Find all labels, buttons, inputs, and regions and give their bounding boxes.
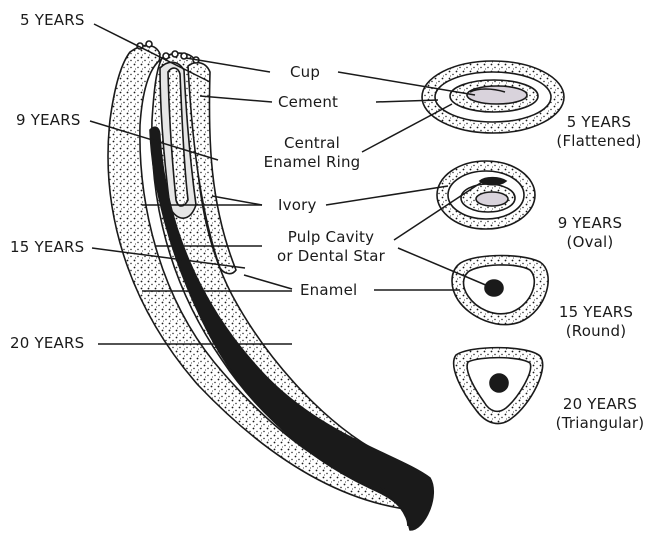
label-cup: Cup: [290, 63, 320, 82]
cross-section-shape: (Triangular): [541, 414, 659, 433]
label-cement: Cement: [278, 93, 338, 112]
cross-section-label-15-years: 15 YEARS (Round): [546, 303, 646, 341]
cross-section-pulp: [490, 374, 508, 392]
cusp-bump: [172, 51, 178, 57]
longitudinal-tooth-section: [108, 41, 433, 530]
cross-section-20-years: [454, 348, 543, 424]
cross-section-label-20-years: 20 YEARS (Triangular): [541, 395, 659, 433]
cross-section-cup: [476, 192, 508, 206]
leader-ivory-right: [326, 186, 448, 205]
age-label-20-years: 20 YEARS: [10, 334, 84, 353]
age-label-5-years: 5 YEARS: [20, 11, 85, 30]
label-ivory: Ivory: [278, 196, 317, 215]
leader-enamel-ring: [362, 104, 452, 152]
cross-section-15-years: [452, 256, 548, 325]
label-pulp-cavity-line-1: Pulp Cavity: [266, 228, 396, 247]
cusp-bump: [146, 41, 152, 47]
cross-section-age: 5 YEARS: [544, 113, 654, 132]
cross-section-cup: [467, 86, 527, 104]
cross-section-label-5-years: 5 YEARS (Flattened): [544, 113, 654, 151]
label-enamel: Enamel: [300, 281, 357, 300]
cross-section-age: 15 YEARS: [546, 303, 646, 322]
label-central-enamel-ring-line-2: Enamel Ring: [256, 153, 368, 172]
cross-section-age: 9 YEARS: [544, 214, 636, 233]
cusp-bump: [163, 53, 169, 59]
age-label-9-years: 9 YEARS: [16, 111, 81, 130]
age-label-15-years: 15 YEARS: [10, 238, 84, 257]
leader-cement-left: [200, 96, 272, 102]
leader-ivory-left-b: [212, 196, 262, 205]
label-pulp-cavity-line-2: or Dental Star: [266, 247, 396, 266]
cross-section-label-9-years: 9 YEARS (Oval): [544, 214, 636, 252]
cross-section-shape: (Round): [546, 322, 646, 341]
label-central-enamel-ring-line-1: Central: [256, 134, 368, 153]
label-central-enamel-ring: Central Enamel Ring: [256, 134, 368, 172]
label-pulp-cavity: Pulp Cavity or Dental Star: [266, 228, 396, 266]
cross-section-pulp: [485, 280, 503, 296]
cross-section-5-years: [422, 61, 564, 133]
leader-enamel-left-b: [244, 275, 292, 289]
cross-section-age: 20 YEARS: [541, 395, 659, 414]
cross-section-9-years: [437, 161, 535, 229]
cross-section-shape: (Oval): [544, 233, 636, 252]
cross-section-shape: (Flattened): [544, 132, 654, 151]
